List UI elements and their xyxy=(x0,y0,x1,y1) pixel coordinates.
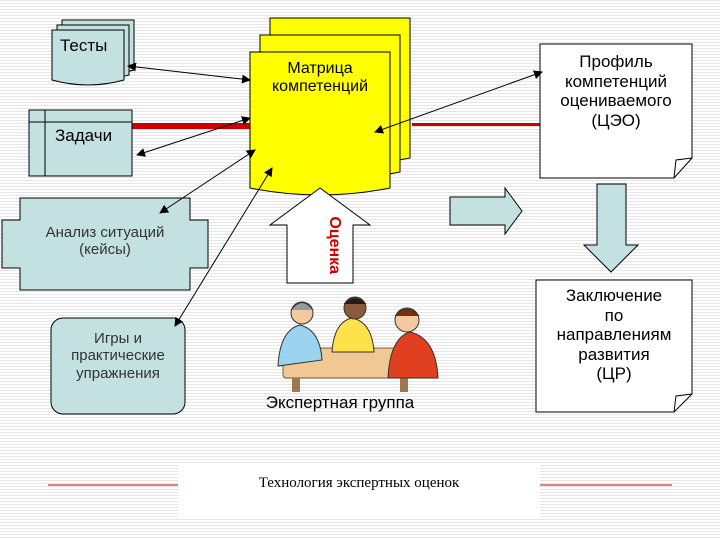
cases-label: Анализ ситуаций (кейсы) xyxy=(10,224,200,259)
conclusion-label-line-1: Заключение xyxy=(565,286,663,305)
conclusion-label-line-5: (ЦР) xyxy=(596,364,632,384)
games-label-line-1: Игры и xyxy=(94,330,142,347)
games-label: Игры и практические упражнения xyxy=(51,330,185,382)
tasks-label: Задачи xyxy=(55,126,113,145)
right-block-arrow xyxy=(449,186,523,236)
games-label-line-2: практические xyxy=(71,347,165,365)
matrix-label-line-2: компетенций xyxy=(271,78,369,96)
conclusion-label-line-3: направлениям xyxy=(556,325,672,345)
connector-matrix-profile xyxy=(374,70,543,134)
tests-label: Тесты xyxy=(60,36,108,55)
matrix-label: Матрица компетенций xyxy=(250,60,390,97)
conclusion-document xyxy=(535,279,693,413)
matrix-label-line-1: Матрица xyxy=(287,60,353,77)
matrix-card-stack xyxy=(249,17,411,196)
conclusion-label-line-4: развития xyxy=(578,344,650,364)
profile-document xyxy=(539,43,693,179)
assessment-arrow xyxy=(268,187,372,284)
profile-label-line-3: оцениваемого xyxy=(560,91,672,111)
profile-label: Профиль компетенций оцениваемого (ЦЭО) xyxy=(540,52,692,130)
expert-group-illustration xyxy=(277,296,439,392)
down-block-arrow xyxy=(582,183,640,273)
connector-games-matrix xyxy=(174,167,273,327)
conclusion-label-line-2: по xyxy=(604,305,624,325)
games-box xyxy=(50,317,186,415)
caption-box: Технология экспертных оценок xyxy=(178,463,540,519)
connector-tasks-matrix xyxy=(136,116,251,157)
profile-label-line-2: компетенций xyxy=(564,71,668,91)
tasks-box xyxy=(28,109,133,177)
profile-label-line-1: Профиль xyxy=(579,52,653,71)
connector-lines xyxy=(127,62,543,327)
caption-text: Технология экспертных оценок xyxy=(258,475,460,491)
cases-label-line-1: Анализ ситуаций xyxy=(45,224,165,241)
conclusion-label: Заключение по направлениям развития (ЦР) xyxy=(536,286,692,384)
expert-group-label: Экспертная группа xyxy=(265,393,415,412)
profile-label-line-4: (ЦЭО) xyxy=(591,110,641,130)
connector-cases-matrix xyxy=(159,149,256,214)
assessment-label: Оценка xyxy=(326,216,344,275)
connector-tests-matrix xyxy=(127,62,251,84)
games-label-line-3: упражнения xyxy=(76,364,160,382)
red-connector-line-right xyxy=(412,123,542,126)
cases-label-line-2: (кейсы) xyxy=(79,241,131,259)
